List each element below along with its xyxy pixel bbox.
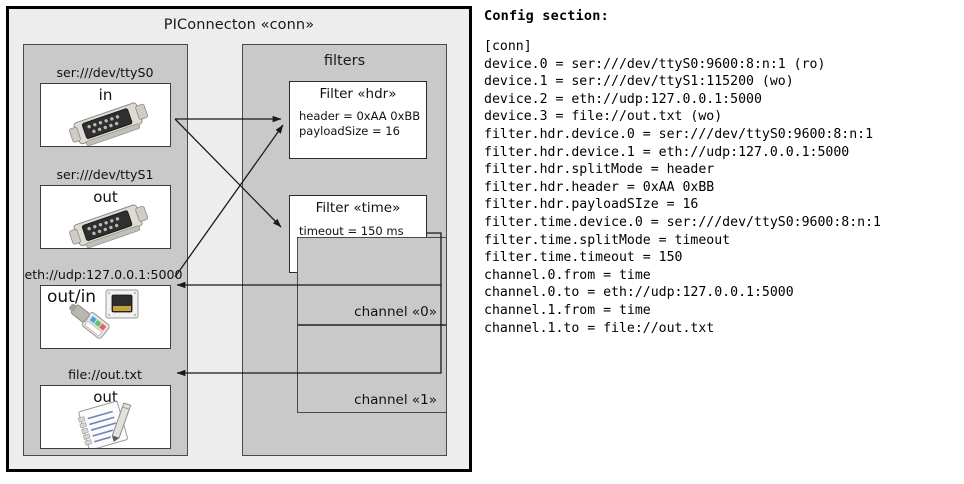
config-line: filter.time.splitMode = timeout — [484, 232, 731, 248]
devices-panel: ser:///dev/ttyS0 in — [23, 44, 188, 456]
config-heading: Config section: — [484, 8, 609, 24]
network-plug-icon — [69, 304, 110, 339]
connection-diagram: PIConnecton «conn» ser:///dev/ttyS0 in — [6, 6, 472, 472]
config-line: filter.hdr.payloadSIze = 16 — [484, 197, 699, 213]
channel-1-label: channel «1» — [354, 392, 437, 408]
device-node-ttys0[interactable]: in — [40, 83, 171, 147]
config-line: channel.0.to = eth://udp:127.0.0.1:5000 — [484, 285, 794, 301]
config-line: filter.hdr.header = 0xAA 0xBB — [484, 179, 715, 195]
text-file-icon — [77, 400, 132, 448]
filter-node-hdr[interactable]: Filter «hdr» header = 0xAA 0xBB payloadS… — [289, 81, 427, 159]
config-line: channel.0.from = time — [484, 267, 651, 283]
config-line: filter.hdr.device.0 = ser:///dev/ttyS0:9… — [484, 126, 874, 142]
config-line: filter.hdr.splitMode = header — [484, 162, 715, 178]
filter-hdr-attr-payloadsize: payloadSize = 16 — [299, 124, 400, 138]
device-label-ttys0: ser:///dev/ttyS0 — [56, 65, 154, 80]
config-line: [conn] — [484, 39, 532, 54]
device-label-file: file://out.txt — [68, 367, 142, 382]
config-line: device.0 = ser:///dev/ttyS0:9600:8:n:1 (… — [484, 56, 826, 72]
config-section: Config section: [conn] device.0 = ser:///… — [484, 8, 958, 337]
filter-time-title: Filter «time» — [315, 200, 401, 216]
serial-port-icon — [69, 102, 149, 146]
config-line: channel.1.to = file://out.txt — [484, 320, 715, 336]
config-line: device.3 = file://out.txt (wo) — [484, 109, 723, 125]
config-line: device.2 = eth://udp:127.0.0.1:5000 — [484, 91, 762, 107]
device-node-eth[interactable]: out/in — [40, 285, 171, 349]
filter-hdr-attr-header: header = 0xAA 0xBB — [299, 109, 421, 123]
config-line: filter.time.timeout = 150 — [484, 250, 683, 266]
device-node-file[interactable]: out — [40, 385, 171, 449]
config-line: channel.1.from = time — [484, 302, 651, 318]
channel-0-label: channel «0» — [354, 304, 437, 320]
config-line: filter.hdr.device.1 = eth://udp:127.0.0.… — [484, 144, 850, 160]
diagram-title: PIConnecton «conn» — [163, 17, 315, 33]
device-node-ttys1[interactable]: out — [40, 185, 171, 249]
device-label-ttys1: ser:///dev/ttyS1 — [56, 167, 154, 182]
network-jack-icon — [105, 289, 139, 319]
serial-port-icon — [69, 204, 149, 248]
config-line: filter.time.device.0 = ser:///dev/ttyS0:… — [484, 214, 881, 230]
filter-hdr-title: Filter «hdr» — [319, 86, 397, 102]
channel-panel-0[interactable]: channel «0» — [297, 237, 447, 325]
channel-panel-1[interactable]: channel «1» — [297, 325, 447, 413]
filters-panel-title: filters — [323, 53, 366, 69]
config-line: device.1 = ser:///dev/ttyS1:115200 (wo) — [484, 74, 794, 90]
device-label-eth: eth://udp:127.0.0.1:5000 — [24, 267, 183, 282]
config-lines: [conn] device.0 = ser:///dev/ttyS0:9600:8… — [484, 38, 958, 337]
